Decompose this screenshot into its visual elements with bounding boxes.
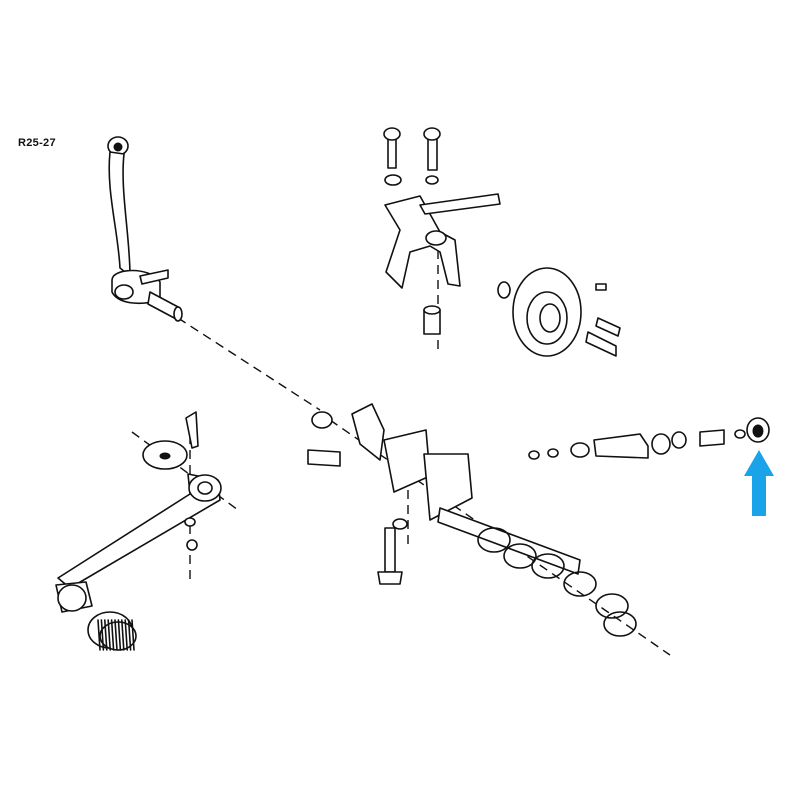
grip-knurl-line <box>131 619 135 651</box>
spring-coil <box>603 611 637 637</box>
selector-shaft <box>307 403 581 585</box>
reference-code: R25-27 <box>18 137 56 149</box>
linkage-small-parts <box>528 429 746 460</box>
spring-coil <box>563 571 597 597</box>
grip-knurl-line <box>104 619 108 651</box>
grip-knurl-line <box>121 619 125 651</box>
kickstart-lever <box>107 136 183 322</box>
grip-knurl-line <box>100 619 105 651</box>
grip-knurl-line <box>124 619 128 651</box>
highlight-arrow-up-icon <box>744 450 774 516</box>
shift-pedal <box>55 411 222 613</box>
grip-knurl-line <box>127 619 132 651</box>
highlighted-part-nut <box>746 417 770 443</box>
shift-fork-assembly <box>383 127 501 335</box>
pedal-rubber-grip <box>87 611 137 651</box>
cam-plate <box>497 267 621 357</box>
grip-knurl-line <box>114 619 118 651</box>
spring-coil <box>595 593 629 619</box>
spring-coil <box>477 527 511 553</box>
spring-coil <box>531 553 565 579</box>
grip-knurl-line <box>107 619 111 651</box>
grip-knurl-line <box>117 619 122 651</box>
grip-knurl-line <box>110 619 115 651</box>
grip-knurl-line <box>97 619 101 651</box>
spring-coil <box>503 543 537 569</box>
return-springs <box>477 527 637 637</box>
